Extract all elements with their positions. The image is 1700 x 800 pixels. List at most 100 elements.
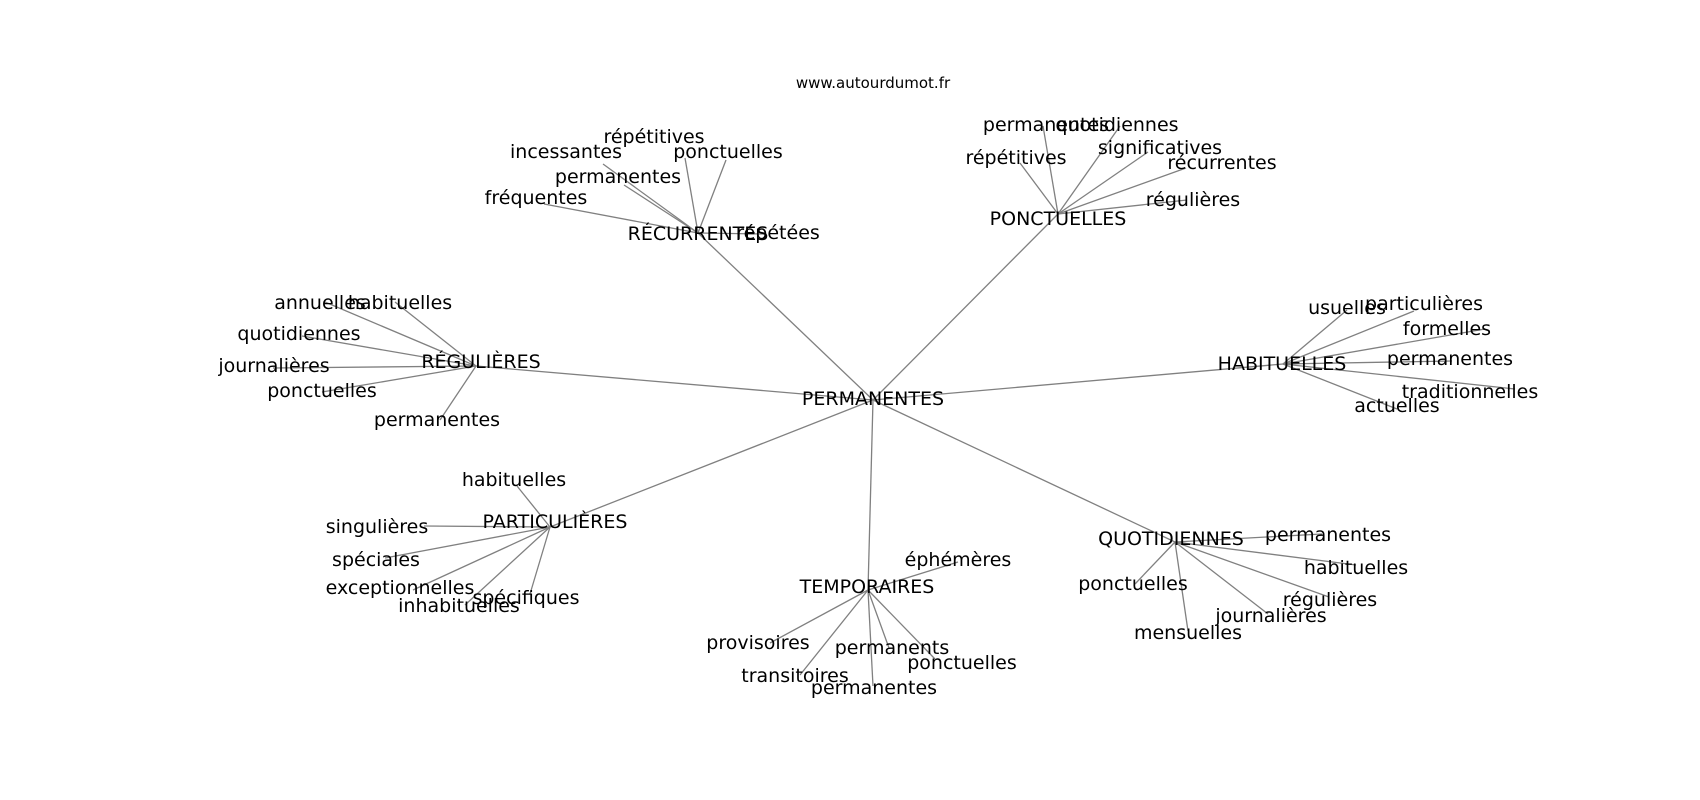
leaf-node-label: permanentes [1265, 524, 1391, 546]
edge-hub-to-leaf [464, 526, 551, 606]
edge-hub-to-leaf [543, 203, 699, 234]
edge-hub-to-leaf [684, 157, 699, 234]
edge-hub-to-leaf [1174, 541, 1357, 566]
edge-hub-to-leaf [867, 589, 936, 660]
leaf-node-label: incessantes [510, 141, 622, 163]
edge-hub-to-leaf [697, 159, 727, 234]
leaf-node-label: permanentes [811, 677, 937, 699]
leaf-node-label: habituelles [1304, 557, 1408, 579]
edge-hub-to-leaf [1134, 541, 1176, 585]
leaf-node-label: journalières [1214, 605, 1326, 627]
hub-node-label: HABITUELLES [1218, 353, 1347, 375]
edge-hub-to-leaf [1282, 328, 1486, 365]
leaf-node-label: permanentes [374, 409, 500, 431]
hub-node-label: RÉCURRENTES [628, 222, 769, 245]
leaf-node-label: ponctuelles [673, 141, 783, 163]
center-node-label: PERMANENTES [802, 388, 944, 410]
leaf-node-label: significatives [1098, 137, 1222, 159]
edge-hub-to-leaf [799, 589, 869, 676]
hub-node-label: RÉGULIÈRES [421, 350, 540, 373]
edge-hub-to-leaf [301, 335, 477, 367]
edge-hub-to-leaf [1057, 199, 1188, 215]
edge-hub-to-leaf [1282, 309, 1348, 365]
edge-hub-to-leaf [602, 163, 699, 234]
leaf-node-label: quotidiennes [1055, 114, 1178, 136]
edge-center-to-hub [697, 232, 874, 401]
edge-hub-to-leaf [1282, 360, 1453, 365]
edge-hub-to-leaf [529, 526, 551, 595]
edge-hub-to-leaf [1019, 162, 1059, 215]
leaf-node-label: régulières [1283, 589, 1377, 611]
hub-node-label: PARTICULIÈRES [483, 510, 628, 533]
leaf-node-label: mensuelles [1134, 622, 1242, 644]
leaf-node-label: usuelles [1308, 297, 1386, 319]
edge-hub-to-leaf [1282, 363, 1516, 390]
edge-hub-to-leaf [412, 526, 551, 591]
edge-hub-to-leaf [394, 301, 477, 367]
edge-hub-to-leaf [384, 526, 551, 559]
leaf-node-label: exceptionnelles [326, 577, 475, 599]
leaf-node-label: régulières [1146, 189, 1240, 211]
edge-hub-to-leaf [769, 589, 869, 644]
leaf-node-label: provisoires [706, 632, 809, 654]
edge-center-to-hub [867, 399, 874, 591]
edge-hub-to-leaf [1057, 125, 1121, 215]
leaf-node-label: habituelles [348, 292, 452, 314]
edge-hub-to-leaf [1057, 167, 1187, 215]
leaf-node-label: actuelles [1354, 395, 1439, 417]
edge-hub-to-leaf [423, 525, 551, 528]
edge-center-to-hub [872, 363, 1284, 401]
leaf-node-label: journalières [217, 355, 329, 377]
leaf-node-label: récurrentes [1167, 152, 1276, 174]
hub-node-label: QUOTIDIENNES [1098, 528, 1244, 550]
leaf-node-label: habituelles [462, 469, 566, 491]
leaf-node-label: répétitives [603, 126, 704, 148]
edge-hub-to-leaf [867, 589, 874, 687]
edge-hub-to-leaf [1057, 151, 1149, 215]
edge-hub-to-leaf [623, 184, 699, 234]
leaf-node-label: fréquentes [485, 187, 588, 209]
leaf-node-label: permanentes [1387, 348, 1513, 370]
site-label: www.autourdumot.fr [796, 74, 951, 92]
edge-center-to-hub [549, 399, 874, 528]
leaf-node-label: ponctuelles [907, 652, 1017, 674]
leaf-node-label: quotidiennes [237, 323, 360, 345]
labels-layer: www.autourdumot.fr RÉCURRENTES répétitive… [217, 74, 1538, 699]
leaf-node-label: permanents [835, 637, 950, 659]
leaf-node-label: répétitives [965, 147, 1066, 169]
leaf-node-label: permanentes [983, 114, 1109, 136]
leaf-node-label: traditionnelles [1402, 381, 1539, 403]
edge-center-to-hub [475, 365, 874, 401]
leaf-node-label: particulières [1365, 293, 1483, 315]
leaf-node-label: transitoires [741, 665, 848, 687]
leaf-node-label: ponctuelles [267, 380, 377, 402]
leaf-node-label: ponctuelles [1078, 573, 1188, 595]
hub-node-label: PONCTUELLES [990, 208, 1127, 230]
leaf-node-label: spécifiques [472, 587, 579, 609]
leaf-node-label: éphémères [905, 549, 1012, 571]
leaf-node-label: répétées [736, 222, 820, 244]
edge-hub-to-leaf [697, 232, 766, 235]
hub-node-label: TEMPORAIRES [799, 576, 935, 598]
edges-layer [272, 125, 1516, 687]
edge-hub-to-leaf [439, 365, 477, 421]
edge-hub-to-leaf [1042, 125, 1059, 215]
edge-hub-to-leaf [1174, 541, 1330, 598]
edge-center-to-hub [872, 213, 1059, 401]
leaf-node-label: permanentes [555, 166, 681, 188]
edge-hub-to-leaf [321, 365, 477, 393]
edge-hub-to-leaf [867, 589, 890, 649]
edge-hub-to-leaf [1174, 533, 1323, 543]
edge-center-to-hub [872, 399, 1176, 543]
leaf-node-label: singulières [326, 516, 429, 538]
leaf-node-label: spéciales [332, 549, 420, 571]
leaf-node-label: inhabituelles [398, 595, 520, 617]
leaf-node-label: annuelles [274, 292, 366, 314]
edge-hub-to-leaf [1282, 310, 1415, 365]
edge-hub-to-leaf [1282, 363, 1398, 410]
edge-hub-to-leaf [1174, 541, 1269, 615]
edge-hub-to-leaf [1174, 541, 1189, 632]
edge-hub-to-leaf [516, 485, 551, 528]
edge-hub-to-leaf [324, 301, 477, 367]
edge-hub-to-leaf [272, 365, 477, 369]
